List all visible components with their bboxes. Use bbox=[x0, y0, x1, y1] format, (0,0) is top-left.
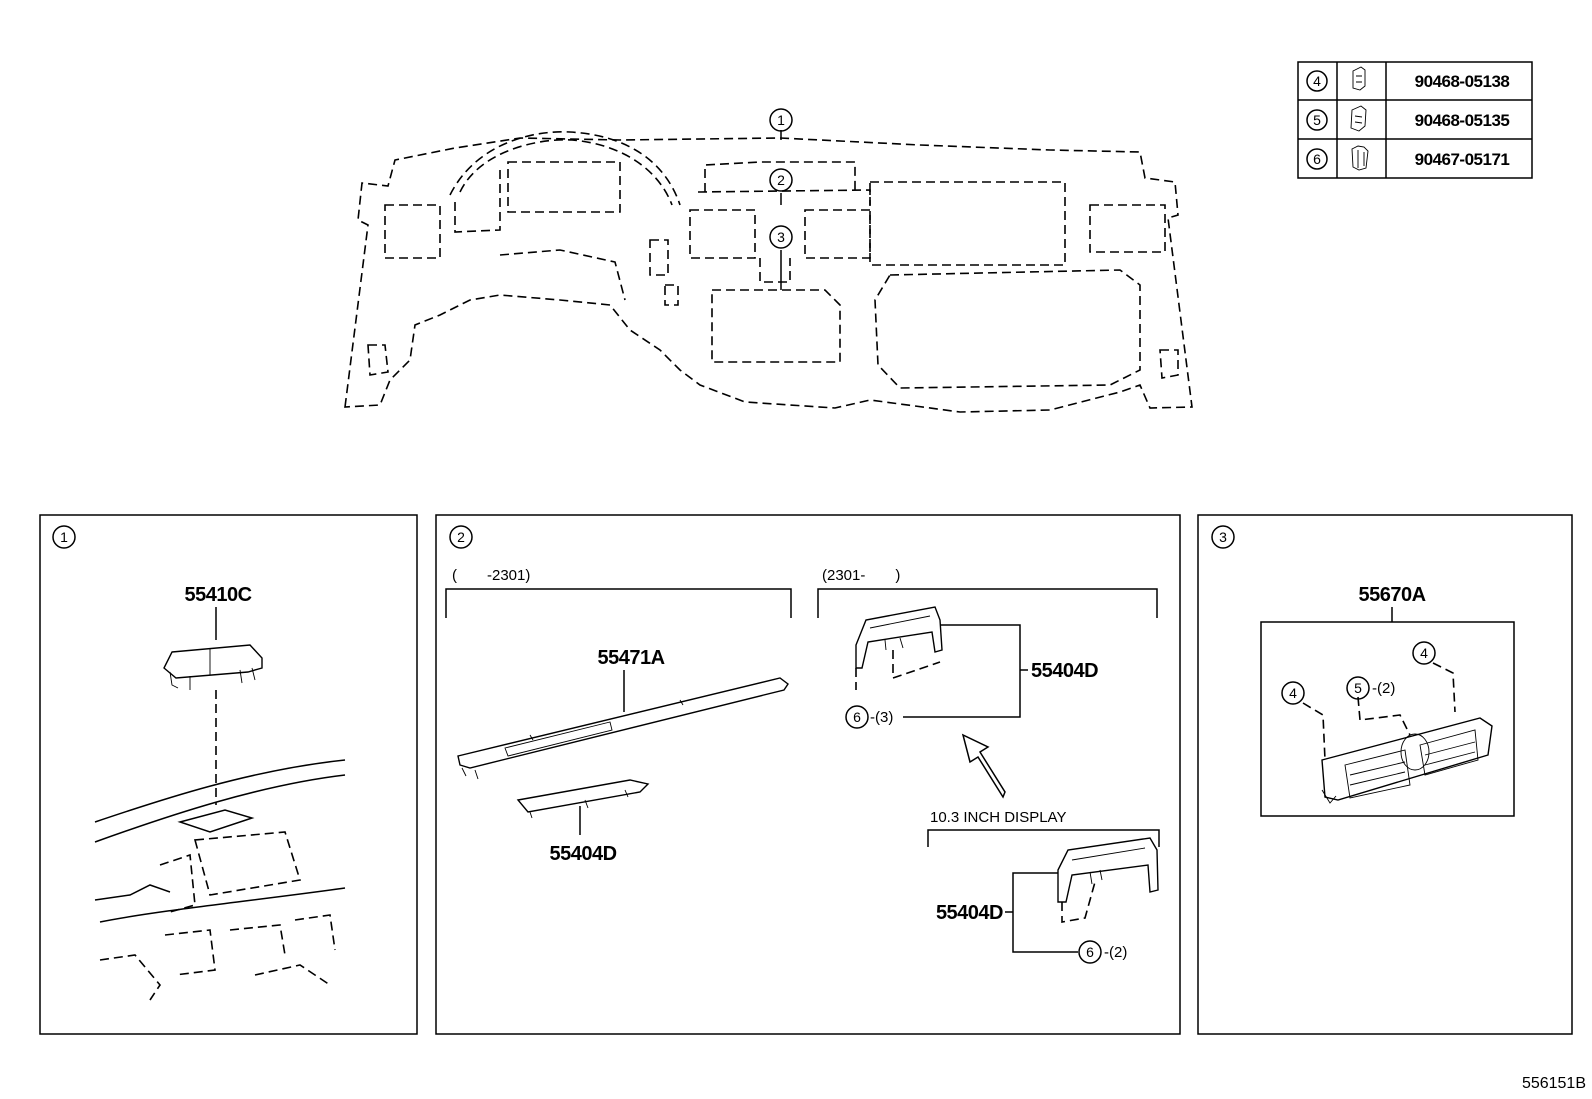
clip-icon bbox=[1352, 66, 1366, 91]
part-label-55471A: 55471A bbox=[597, 647, 664, 669]
display-variant-label: 10.3 INCH DISPLAY bbox=[930, 809, 1066, 826]
detail-panel-1: 1 55410C bbox=[39, 514, 418, 1035]
date-range-right: (2301- ) bbox=[822, 567, 900, 584]
date-range-left: ( -2301) bbox=[452, 567, 530, 584]
ref-number: 4 bbox=[1313, 73, 1321, 89]
table-row: 6 90467-05171 bbox=[1306, 145, 1510, 171]
fastener-table: 4 90468-05138 5 90468-05135 6 90467-0517… bbox=[1297, 61, 1533, 179]
part-number: 90468-05138 bbox=[1415, 72, 1510, 91]
ref-number: 6 bbox=[1313, 151, 1321, 167]
clip-ref-5: 5 bbox=[1354, 680, 1362, 696]
part-number: 90468-05135 bbox=[1415, 111, 1510, 130]
panel-1-number-circle bbox=[52, 525, 76, 549]
panel-2-frame bbox=[435, 514, 1181, 1035]
overview-callout-1-label: 1 bbox=[777, 112, 785, 128]
display-trim-part bbox=[1057, 837, 1159, 903]
lower-trim-part bbox=[516, 779, 650, 819]
range-bracket-right bbox=[817, 588, 1158, 618]
clip-icon bbox=[1351, 145, 1369, 171]
clip-ref-circle-5 bbox=[1346, 676, 1370, 700]
overview-callout-2-label: 2 bbox=[777, 172, 785, 188]
clip-ref-upper: 6 bbox=[853, 709, 861, 725]
clip-ref-circle-4-right bbox=[1412, 641, 1436, 665]
table-row: 4 90468-05138 bbox=[1306, 66, 1510, 92]
overview-callout-3 bbox=[769, 225, 793, 249]
part-label-55404D-display: 55404D bbox=[936, 902, 1003, 924]
clip-ref-circle-upper bbox=[845, 705, 869, 729]
assembly-box bbox=[1260, 621, 1515, 817]
part-label-55670A: 55670A bbox=[1358, 584, 1425, 606]
panel-2-number: 2 bbox=[457, 529, 465, 545]
table-border bbox=[1297, 61, 1533, 179]
ref-circle bbox=[1306, 148, 1328, 170]
diagram-id: 556151B bbox=[1522, 1075, 1586, 1092]
clip-ref-4-left: 4 bbox=[1289, 685, 1297, 701]
display-bracket bbox=[927, 829, 1160, 847]
view-arrow-icon bbox=[961, 733, 1006, 799]
dashboard-overview: 1 2 3 bbox=[344, 108, 1193, 413]
overview-callout-1 bbox=[769, 108, 793, 132]
ref-circle bbox=[1306, 70, 1328, 92]
clip-qty-5: -(2) bbox=[1372, 680, 1395, 697]
clip-ref-circle-display bbox=[1078, 940, 1102, 964]
detail-panel-2: 2 ( -2301) (2301- ) 55471A 55404D 55404 bbox=[435, 514, 1181, 1035]
table-row: 5 90468-05135 bbox=[1306, 105, 1510, 132]
part-label-55404D-upper: 55404D bbox=[1031, 660, 1098, 682]
part-number: 90467-05171 bbox=[1415, 150, 1510, 169]
overview-callout-3-label: 3 bbox=[777, 229, 785, 245]
overview-callout-2 bbox=[769, 168, 793, 192]
detail-panel-3: 3 55670A 4 4 5 -(2) bbox=[1197, 514, 1573, 1035]
clip-ref-4-right: 4 bbox=[1420, 645, 1428, 661]
clip-qty-display: -(2) bbox=[1104, 944, 1127, 961]
panel-3-frame bbox=[1197, 514, 1573, 1035]
panel-3-number-circle bbox=[1211, 525, 1235, 549]
clip-ref-display: 6 bbox=[1086, 944, 1094, 960]
part-label-55404D-lower: 55404D bbox=[549, 843, 616, 865]
panel-3-number: 3 bbox=[1219, 529, 1227, 545]
panel-2-number-circle bbox=[449, 525, 473, 549]
upper-trim-part bbox=[855, 606, 943, 669]
air-vent-assembly bbox=[1321, 717, 1493, 804]
clip-icon bbox=[1350, 105, 1367, 132]
cover-part bbox=[163, 644, 263, 690]
panel-1-number: 1 bbox=[60, 529, 68, 545]
clip-ref-circle-4-left bbox=[1281, 681, 1305, 705]
ref-circle bbox=[1306, 109, 1328, 131]
ref-number: 5 bbox=[1313, 112, 1321, 128]
range-bracket-left bbox=[445, 588, 792, 618]
panel-1-frame bbox=[39, 514, 418, 1035]
trim-panel-part bbox=[457, 677, 789, 780]
part-label-55410C: 55410C bbox=[184, 584, 251, 606]
clip-qty-upper: -(3) bbox=[870, 709, 893, 726]
